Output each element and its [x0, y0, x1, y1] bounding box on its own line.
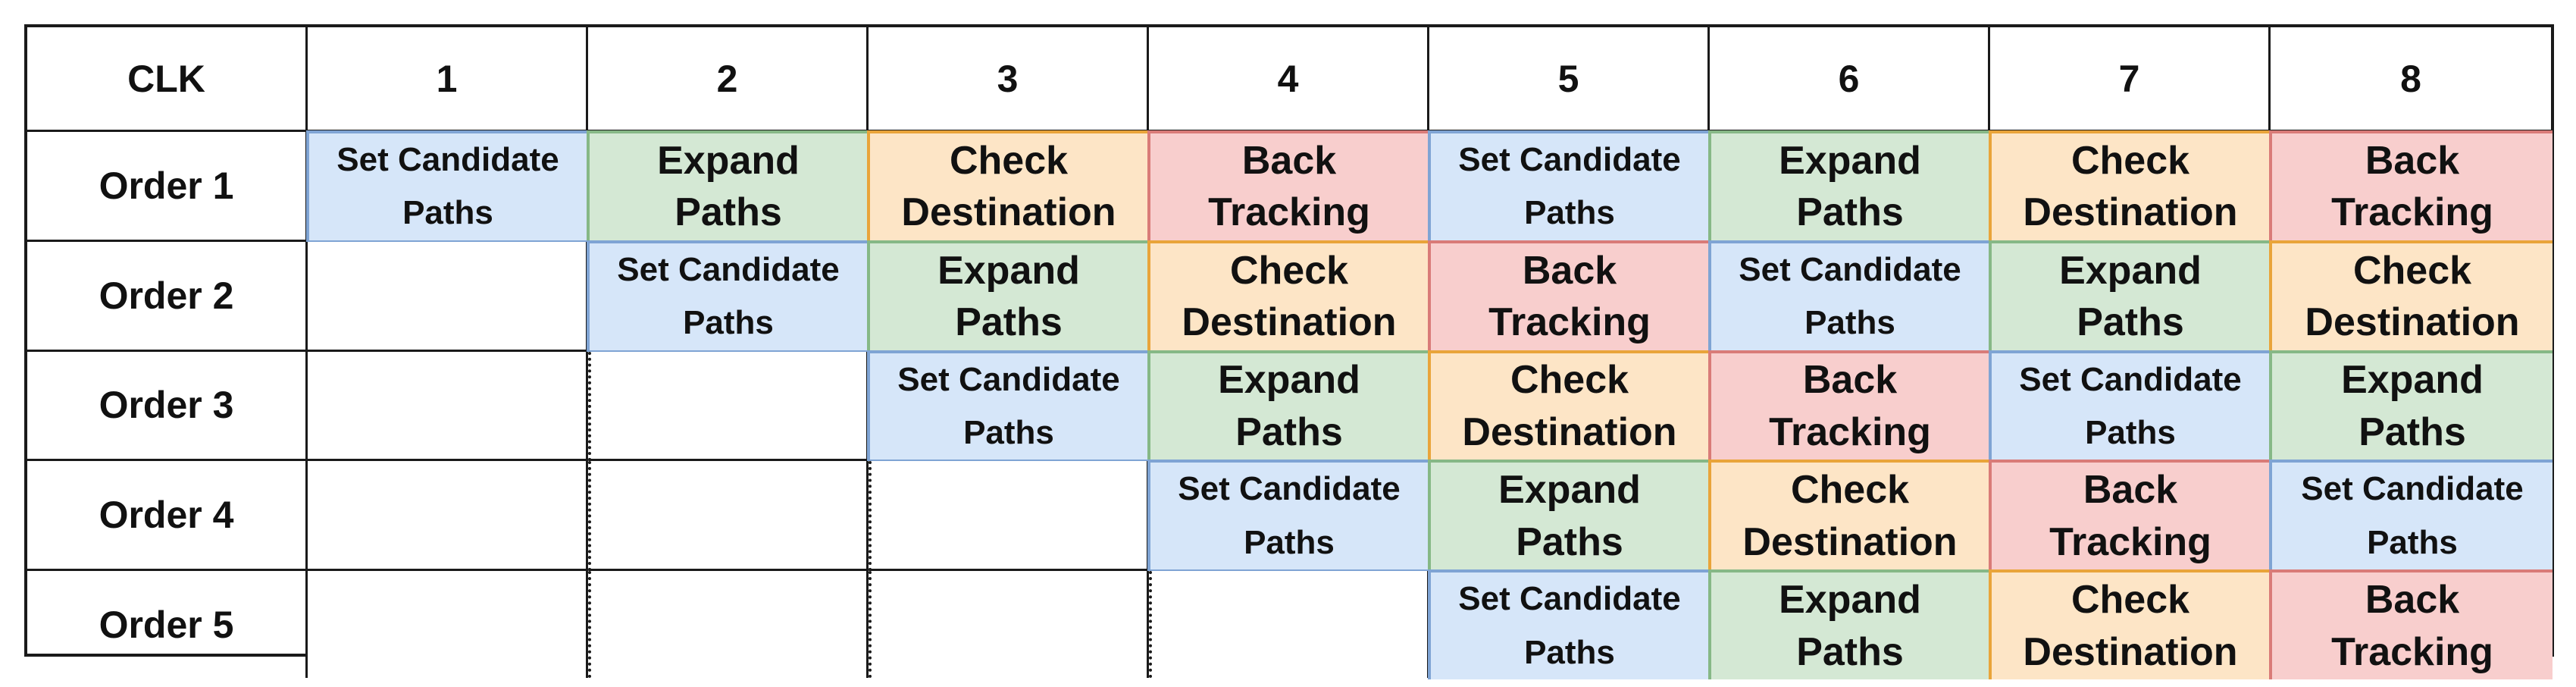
stage-cell-check: Check Destination	[2269, 240, 2553, 353]
row-label-order-2: Order 2	[27, 241, 308, 352]
clock-header-7: 7	[1990, 27, 2271, 132]
row-label-order-5: Order 5	[27, 571, 308, 678]
stage-cell-expand: Expand Paths	[1708, 130, 1992, 243]
stage-cell-expand: Expand Paths	[1989, 240, 2272, 353]
stage-cell-check: Check Destination	[1147, 240, 1431, 353]
clock-header-4: 4	[1149, 27, 1429, 132]
clock-header-8: 8	[2271, 27, 2551, 132]
stage-cell-set: Set Candidate Paths	[1147, 460, 1431, 573]
empty-cell	[869, 461, 1149, 572]
stage-cell-expand: Expand Paths	[2269, 350, 2553, 463]
clk-header: CLK	[27, 27, 308, 132]
stage-cell-check: Check Destination	[1708, 460, 1992, 573]
empty-cell	[308, 571, 588, 678]
stage-cell-check: Check Destination	[1989, 569, 2272, 679]
stage-cell-set: Set Candidate Paths	[1428, 569, 1711, 679]
stage-cell-set: Set Candidate Paths	[587, 240, 870, 353]
empty-cell	[308, 461, 588, 572]
stage-cell-set: Set Candidate Paths	[867, 350, 1150, 463]
stage-cell-back: Back Tracking	[1428, 240, 1711, 353]
row-label-order-4: Order 4	[27, 461, 308, 572]
clock-header-3: 3	[869, 27, 1149, 132]
stage-cell-back: Back Tracking	[1708, 350, 1992, 463]
empty-cell	[588, 461, 869, 572]
stage-cell-expand: Expand Paths	[867, 240, 1150, 353]
empty-cell	[308, 351, 588, 462]
stage-cell-expand: Expand Paths	[1708, 569, 1992, 679]
clock-header-6: 6	[1710, 27, 1990, 132]
empty-cell	[588, 571, 869, 678]
clock-header-2: 2	[588, 27, 869, 132]
clock-header-1: 1	[308, 27, 588, 132]
stage-cell-check: Check Destination	[1428, 350, 1711, 463]
stage-cell-back: Back Tracking	[2269, 569, 2553, 679]
row-label-order-3: Order 3	[27, 351, 308, 462]
empty-cell	[869, 571, 1149, 678]
stage-cell-check: Check Destination	[867, 130, 1150, 243]
empty-cell	[1149, 571, 1429, 678]
stage-cell-expand: Expand Paths	[1428, 460, 1711, 573]
stage-cell-expand: Expand Paths	[587, 130, 870, 243]
stage-cell-set: Set Candidate Paths	[2269, 460, 2553, 573]
stage-cell-back: Back Tracking	[1989, 460, 2272, 573]
stage-cell-set: Set Candidate Paths	[306, 130, 590, 243]
stage-cell-set: Set Candidate Paths	[1708, 240, 1992, 353]
empty-cell	[308, 241, 588, 352]
stage-cell-set: Set Candidate Paths	[1989, 350, 2272, 463]
stage-cell-expand: Expand Paths	[1147, 350, 1431, 463]
empty-cell	[588, 351, 869, 462]
stage-cell-check: Check Destination	[1989, 130, 2272, 243]
clock-header-5: 5	[1429, 27, 1710, 132]
row-label-order-1: Order 1	[27, 132, 308, 242]
stage-cell-set: Set Candidate Paths	[1428, 130, 1711, 243]
stage-cell-back: Back Tracking	[2269, 130, 2553, 243]
stage-cell-back: Back Tracking	[1147, 130, 1431, 243]
